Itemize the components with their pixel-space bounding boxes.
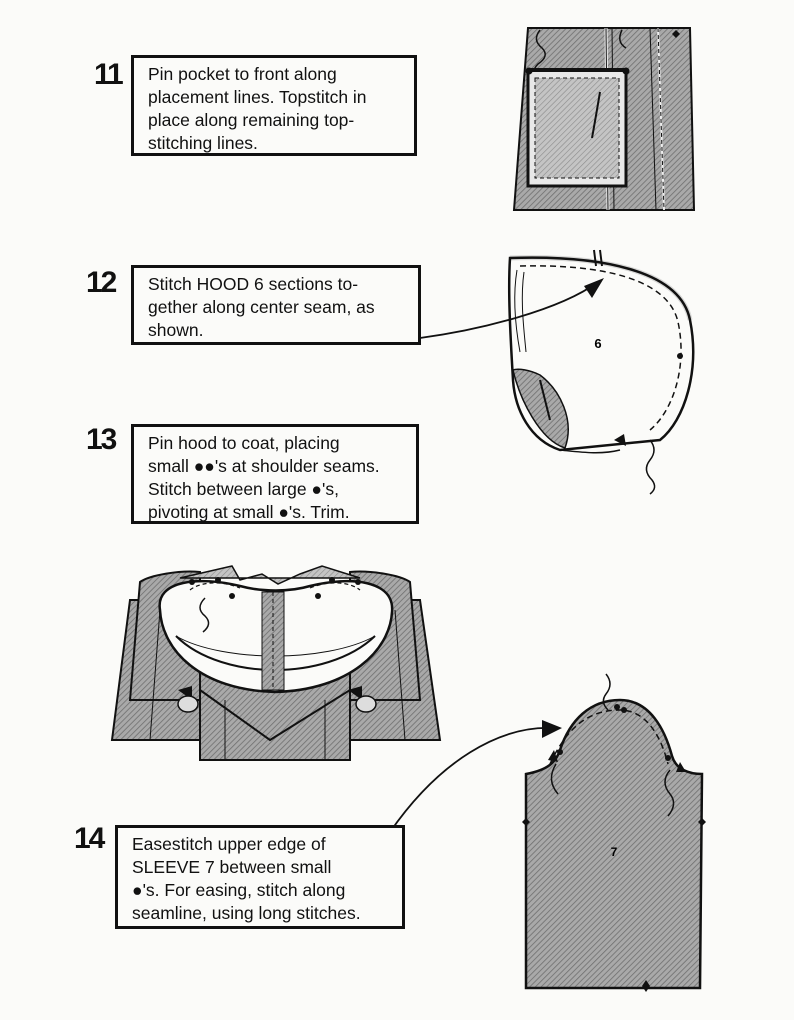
step-13-instruction: Pin hood to coat, placing small ●●'s at …: [131, 424, 419, 524]
step-14-line: SLEEVE 7 between small: [132, 857, 332, 877]
step-12-instruction: Stitch HOOD 6 sections to- gether along …: [131, 265, 421, 345]
step-14-number: 14: [74, 822, 105, 855]
step-11-number: 11: [94, 58, 124, 91]
hood-arrow: [419, 281, 599, 339]
sleeve-arrow: [389, 727, 553, 833]
step-13-number: 13: [86, 423, 117, 456]
step-13-line: Pin hood to coat, placing: [148, 433, 340, 453]
step-11-line: placement lines. Topstitch in: [148, 87, 367, 107]
step-14-instruction: Easestitch upper edge of SLEEVE 7 betwee…: [115, 825, 405, 929]
step-13-line: Stitch between large ●'s,: [148, 479, 339, 499]
pocket-illustration: [512, 27, 696, 211]
step-11-instruction: Pin pocket to front along placement line…: [131, 55, 417, 156]
step-12-line: gether along center seam, as: [148, 297, 375, 317]
sleeve-illustration: 7: [522, 673, 706, 992]
coat-hood-illustration: [110, 565, 442, 761]
step-13-line: pivoting at small ●'s. Trim.: [148, 502, 350, 522]
step-12-line: Stitch HOOD 6 sections to-: [148, 274, 359, 294]
hood-illustration: 6: [507, 249, 695, 495]
step-11-line: place along remaining top-: [148, 110, 355, 130]
step-14-line: seamline, using long stitches.: [132, 903, 361, 923]
step-12-number: 12: [86, 266, 117, 299]
step-11-line: Pin pocket to front along: [148, 64, 337, 84]
step-14-line: ●'s. For easing, stitch along: [132, 880, 346, 900]
sleeve-piece-label: 7: [611, 845, 618, 859]
hood-piece-label: 6: [594, 336, 601, 351]
step-13-line: small ●●'s at shoulder seams.: [148, 456, 380, 476]
step-12-line: shown.: [148, 320, 204, 340]
step-11-line: stitching lines.: [148, 133, 258, 153]
step-14-line: Easestitch upper edge of: [132, 834, 326, 854]
